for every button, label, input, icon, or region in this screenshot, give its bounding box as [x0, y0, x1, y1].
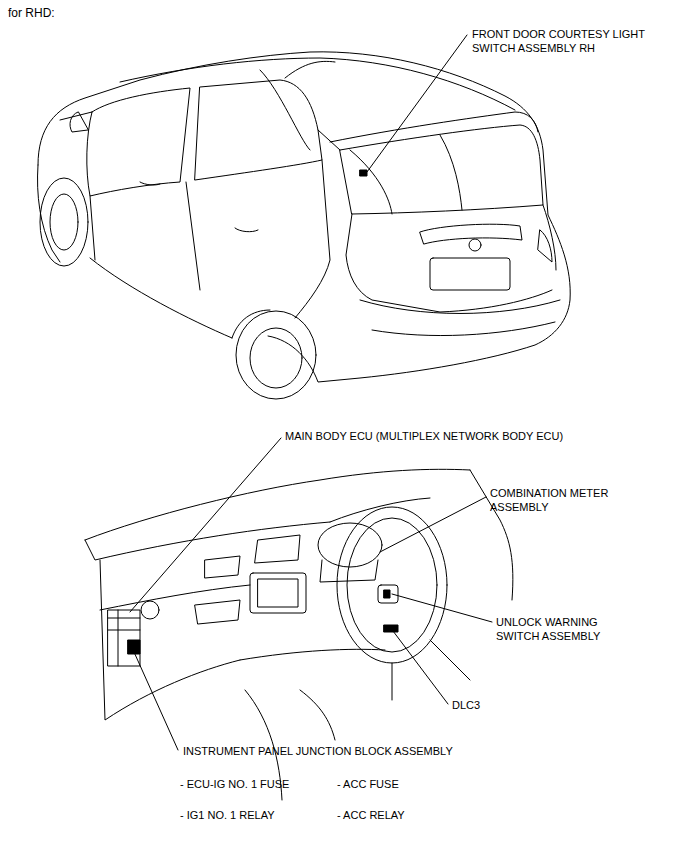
part-label: INSTRUMENT PANEL JUNCTION BLOCK ASSEMBLY [183, 744, 503, 758]
leader-line [130, 35, 492, 750]
part-label: UNLOCK WARNING SWITCH ASSEMBLY [496, 615, 611, 643]
dashboard-drawing [85, 469, 513, 800]
part-label: - ACC RELAY [337, 808, 477, 822]
part-label: MAIN BODY ECU (MULTIPLEX NETWORK BODY EC… [285, 429, 585, 443]
part-label: FRONT DOOR COURTESY LIGHT SWITCH ASSEMBL… [472, 27, 672, 55]
page-title: for RHD: [8, 6, 55, 20]
part-label: - ECU-IG NO. 1 FUSE [180, 777, 320, 791]
part-label: DLC3 [452, 698, 512, 712]
car-drawing [38, 52, 571, 399]
part-label: - IG1 NO. 1 RELAY [180, 808, 320, 822]
part-label: - ACC FUSE [337, 777, 477, 791]
part-label: COMBINATION METER ASSEMBLY [490, 486, 610, 514]
